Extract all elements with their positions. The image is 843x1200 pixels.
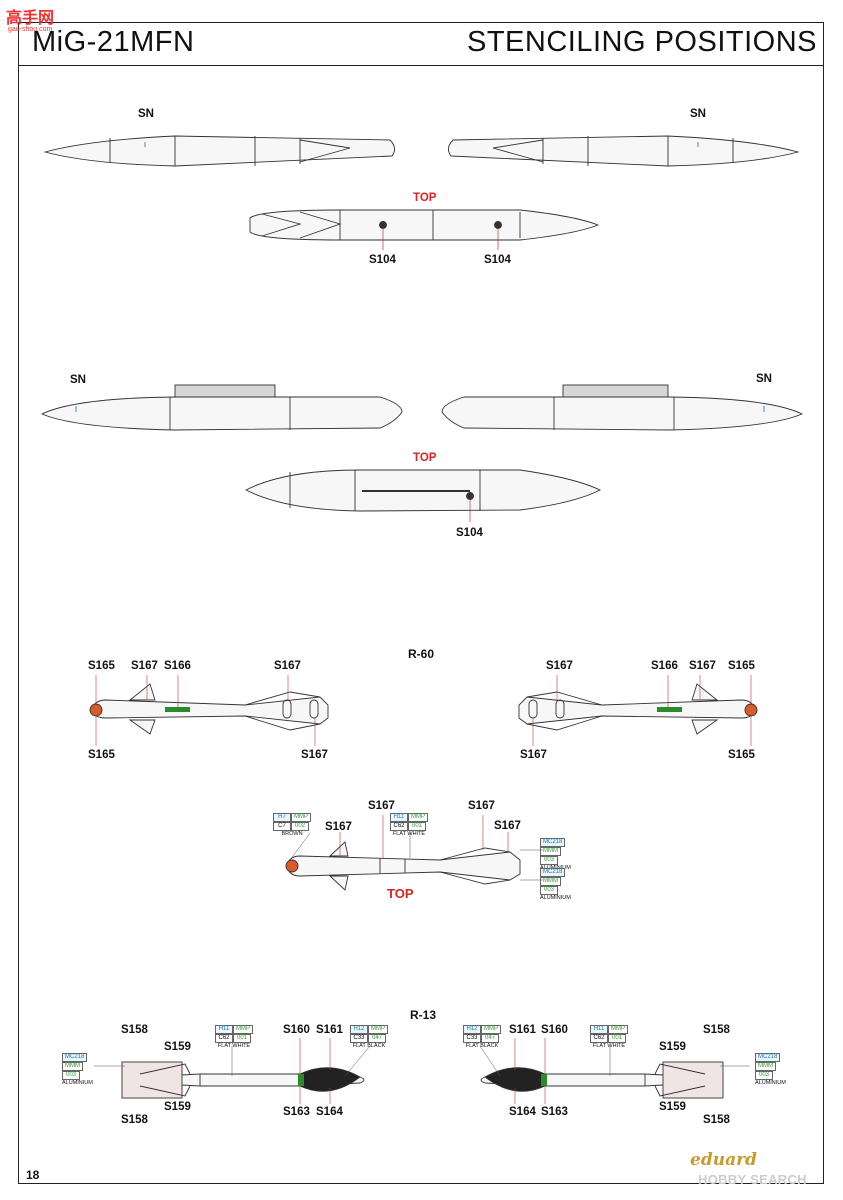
- r13r-s158-top: S158: [703, 1024, 730, 1036]
- brand-logo: eduard: [690, 1150, 757, 1170]
- r13l-s160: S160: [283, 1024, 310, 1036]
- color-aluminium-r13-left: MC218 MMM 003 ALUMINIUM: [62, 1053, 93, 1086]
- sn-label-1: SN: [138, 108, 154, 120]
- drop-tank-side-right: [448, 135, 800, 167]
- r13l-s164: S164: [316, 1106, 343, 1118]
- section-r60: R-60: [408, 647, 435, 661]
- sn-label-4: SN: [756, 373, 772, 385]
- top-label-3: TOP: [387, 886, 414, 901]
- r60t-s167-c: S167: [325, 821, 352, 833]
- r13r-s163: S163: [541, 1106, 568, 1118]
- drop-tank-top: [249, 209, 600, 250]
- r60-missile-right: [518, 683, 758, 735]
- watermark-url: gao-shou.com: [8, 26, 53, 33]
- r60l-s165-top: S165: [88, 660, 115, 672]
- r13-missile-left: [121, 1061, 365, 1099]
- r60t-s167-b: S167: [468, 800, 495, 812]
- r13l-s161: S161: [316, 1024, 343, 1036]
- s104-label-3: S104: [456, 527, 483, 539]
- sn-label-3: SN: [70, 374, 86, 386]
- page-frame: [18, 22, 824, 1184]
- r60r-s167-bottom: S167: [520, 749, 547, 761]
- r13r-s161: S161: [509, 1024, 536, 1036]
- r60-missile-top: [285, 841, 521, 891]
- r60r-s165-top: S165: [728, 660, 755, 672]
- r13l-s159-top: S159: [164, 1041, 191, 1053]
- r60l-s167-top: S167: [131, 660, 158, 672]
- watermark-hobbysearch: HOBBY SEARCH: [698, 1172, 807, 1187]
- page-title: STENCILING POSITIONS: [467, 26, 817, 58]
- top-label-1: TOP: [413, 192, 437, 204]
- s104-label-2: S104: [484, 254, 511, 266]
- r60t-s167-a: S167: [368, 800, 395, 812]
- r13l-s158-top: S158: [121, 1024, 148, 1036]
- r60t-s167-d: S167: [494, 820, 521, 832]
- r13r-s160: S160: [541, 1024, 568, 1036]
- r13r-s159-top: S159: [659, 1041, 686, 1053]
- center-tank-top: [245, 469, 602, 522]
- page-number: 18: [26, 1168, 40, 1182]
- center-tank-side-right: [441, 384, 804, 431]
- r60r-s167-left: S167: [546, 660, 573, 672]
- r13-missile-right: [480, 1061, 724, 1099]
- watermark-logo: 高手网: [6, 8, 55, 27]
- color-aluminium-r13-right: MC218 MMM 003 ALUMINIUM: [755, 1053, 786, 1086]
- section-r13: R-13: [410, 1008, 437, 1022]
- sn-label-2: SN: [690, 108, 706, 120]
- r13r-s159-bottom: S159: [659, 1101, 686, 1113]
- color-aluminium-r60-a: MC218 MMM 003 ALUMINIUM: [540, 838, 571, 872]
- center-tank-side-left: [40, 384, 403, 431]
- r60r-s166: S166: [651, 660, 678, 672]
- r13r-s164: S164: [509, 1106, 536, 1118]
- color-aluminium-r60-b: MC218 MMM 003 ALUMINIUM: [540, 868, 571, 901]
- drop-tank-side-left: [43, 135, 395, 167]
- r13l-s158-bottom: S158: [121, 1114, 148, 1126]
- r13r-s158-bottom: S158: [703, 1114, 730, 1126]
- r60r-s167-top: S167: [689, 660, 716, 672]
- r60r-s165-bottom: S165: [728, 749, 755, 761]
- r60l-s166: S166: [164, 660, 191, 672]
- model-title: MiG-21MFN: [32, 26, 195, 58]
- r13l-s163: S163: [283, 1106, 310, 1118]
- r60l-s167-right: S167: [274, 660, 301, 672]
- r60l-s165-bottom: S165: [88, 749, 115, 761]
- r60-missile-left: [89, 683, 329, 735]
- header-bar: [18, 22, 824, 66]
- r13l-s159-bottom: S159: [164, 1101, 191, 1113]
- r60l-s167-bottom: S167: [301, 749, 328, 761]
- top-label-2: TOP: [413, 452, 437, 464]
- s104-label-1: S104: [369, 254, 396, 266]
